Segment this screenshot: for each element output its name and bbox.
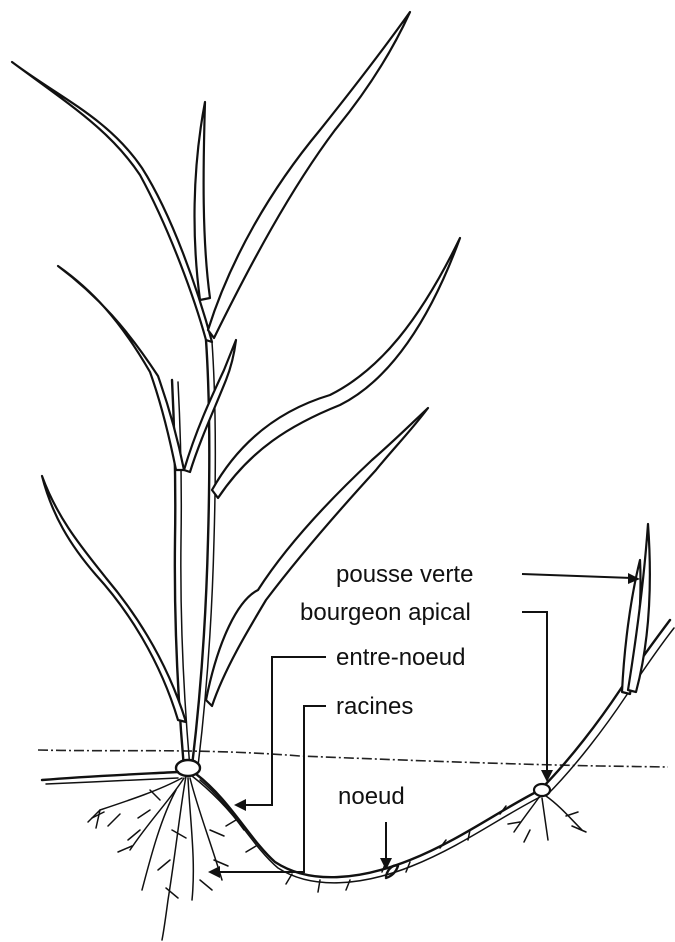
leaf-right-middle [212, 238, 460, 498]
label-bourgeon-apical: bourgeon apical [300, 599, 471, 626]
label-entre-noeud: entre-noeud [336, 644, 465, 671]
leaf-top-right [208, 12, 410, 338]
leaf-mid-left [58, 266, 184, 470]
apical-bud [534, 784, 550, 796]
label-pousse-verte: pousse verte [336, 561, 473, 588]
daughter-stem-inner [546, 628, 674, 796]
arrowhead-bourgeon-apical [541, 770, 553, 782]
leader-entre-noeud [244, 657, 326, 805]
daughter-stem [540, 620, 670, 790]
leaf-top-left [12, 62, 212, 342]
label-noeud-group: noeud [338, 783, 405, 870]
leader-pousse-verte [522, 574, 632, 578]
leaf-center-tall [195, 102, 210, 300]
leaf-left-lower [42, 476, 186, 722]
label-noeud: noeud [338, 783, 405, 810]
arrowhead-racines [208, 866, 220, 878]
label-pousse-verte-group: pousse verte [336, 561, 640, 588]
arrowhead-entre-noeud [234, 799, 246, 811]
label-racines: racines [336, 693, 413, 720]
leader-bourgeon-apical [522, 612, 547, 772]
label-bourgeon-apical-group: bourgeon apical [300, 599, 553, 782]
